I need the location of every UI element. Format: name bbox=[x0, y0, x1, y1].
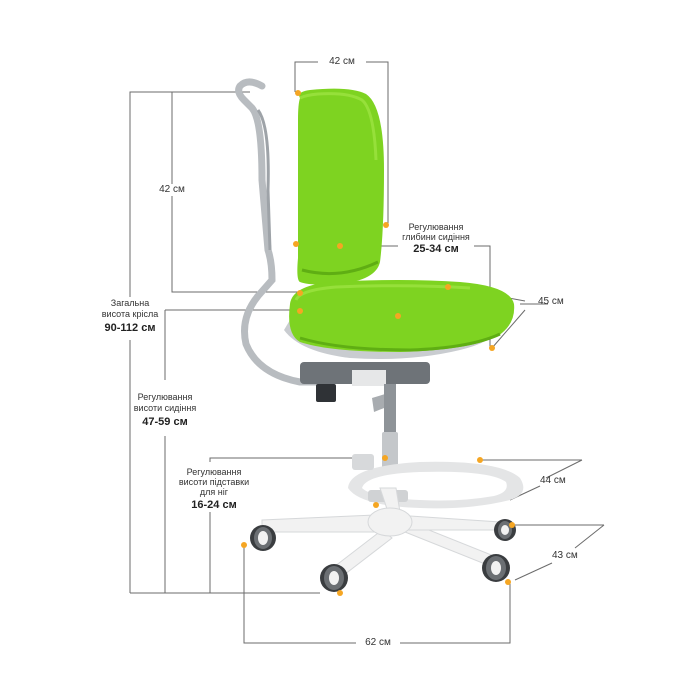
depth-label: 25-34 см bbox=[398, 243, 474, 256]
seat-height-label: 47-59 см bbox=[142, 416, 188, 428]
footrest-caption-1: Регулювання bbox=[186, 467, 242, 477]
seat-height-caption-2: висоти сидіння bbox=[133, 403, 197, 413]
total-height-label: 90-112 см bbox=[104, 322, 156, 334]
total-height-caption-2: висота крісла bbox=[101, 309, 159, 319]
depth-caption-2: глибини сидіння bbox=[402, 232, 470, 242]
footrest-caption-3: для ніг bbox=[199, 487, 229, 497]
footrest-height-label: 16-24 см bbox=[191, 499, 237, 511]
backrest bbox=[297, 88, 384, 285]
chair bbox=[235, 78, 524, 592]
back-frame bbox=[235, 78, 334, 386]
back-height-label: 42 см bbox=[146, 184, 198, 196]
measure-points bbox=[241, 90, 515, 596]
footrest-width-label: 44 см bbox=[540, 475, 566, 486]
seat-width-label: 45 см bbox=[538, 296, 564, 307]
gas-lift bbox=[384, 384, 396, 434]
back-width-label: 42 см bbox=[318, 56, 366, 68]
depth-caption-1: Регулювання bbox=[408, 222, 464, 232]
base-width-label: 62 см bbox=[365, 637, 391, 648]
seat-height-caption-1: Регулювання bbox=[137, 392, 193, 402]
total-height-caption-1: Загальна bbox=[110, 298, 150, 308]
footrest-caption-2: висоти підставки bbox=[178, 477, 250, 487]
seat-cushion bbox=[289, 280, 515, 352]
casters bbox=[250, 519, 516, 592]
base-depth-label: 43 см bbox=[552, 550, 578, 561]
footrest bbox=[348, 454, 524, 509]
chair-base bbox=[261, 487, 501, 579]
